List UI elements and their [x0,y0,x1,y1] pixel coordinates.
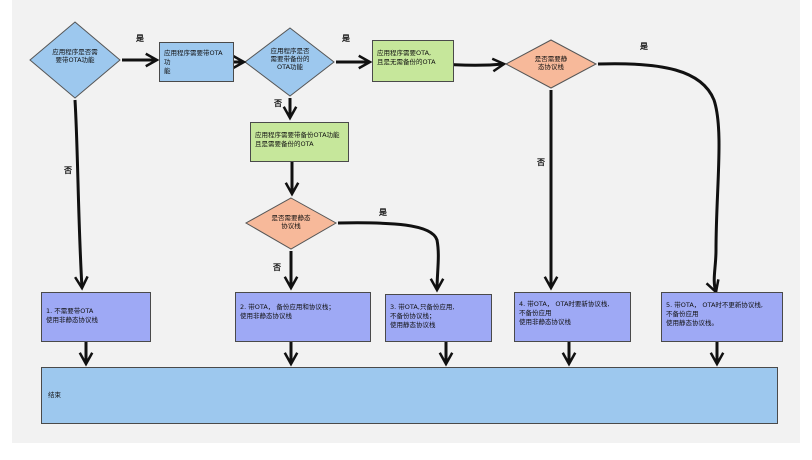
outcome-3: 3. 带OTA,只备份应用, 不备份协议栈； 使用静态协议栈 [385,294,492,342]
label-d2-no: 否 [274,99,282,108]
decision-static-stack-1-shape [504,39,598,89]
label-d3-yes: 是 [640,42,648,51]
decision-static-stack-2-shape [244,197,338,250]
label-d1-no: 否 [64,166,72,175]
decision-static-stack-1: 是否需要静 态协议栈 [534,55,568,71]
process-ota-no-backup: 应用程序需要OTA, 且是无需备份的OTA [372,40,454,82]
outcome-2: 2. 带OTA， 备份应用和协议栈； 使用非静态协议栈 [235,292,371,342]
edge-d1-no [73,99,82,288]
label-d2-yes: 是 [342,34,350,43]
outcome-5: 5. 带OTA， OTA时不更新协议栈, 不备份应用 使用静态协议栈。 [661,292,783,342]
label-d4-no: 否 [273,263,281,272]
label-d1-yes: 是 [136,34,144,43]
edge-d4-yes [337,221,438,290]
decision-ota-needed: 应用程序是否需 要带OTA功能 [52,48,98,64]
end-terminal: 结束 [41,367,778,424]
decision-backup-ota-shape [244,27,335,97]
label-d4-yes: 是 [379,208,387,217]
outcome-1: 1. 不需要带OTA 使用非静态协议栈 [41,292,151,342]
outcome-4: 4. 带OTA， OTA时要新协议栈, 不备份应用 使用非静态协议栈 [514,292,631,342]
decision-static-stack-2: 是否需要静态 协议栈 [271,214,311,230]
decision-backup-ota: 应用程序是否 需要带备份的 OTA功能 [270,47,310,71]
process-ota-with-backup: 应用程序需要带备份OTA功能 且是需要备份的OTA [250,122,349,162]
decision-ota-needed-shape [29,21,121,99]
process-ota-required: 应用程序需要带OTA功 能 [159,42,234,82]
flowchart-canvas: 应用程序是否需 要带OTA功能 应用程序是否 需要带备份的 OTA功能 是否需要… [12,0,800,443]
edge-d3-yes [597,62,721,292]
label-d3-no: 否 [537,158,545,167]
